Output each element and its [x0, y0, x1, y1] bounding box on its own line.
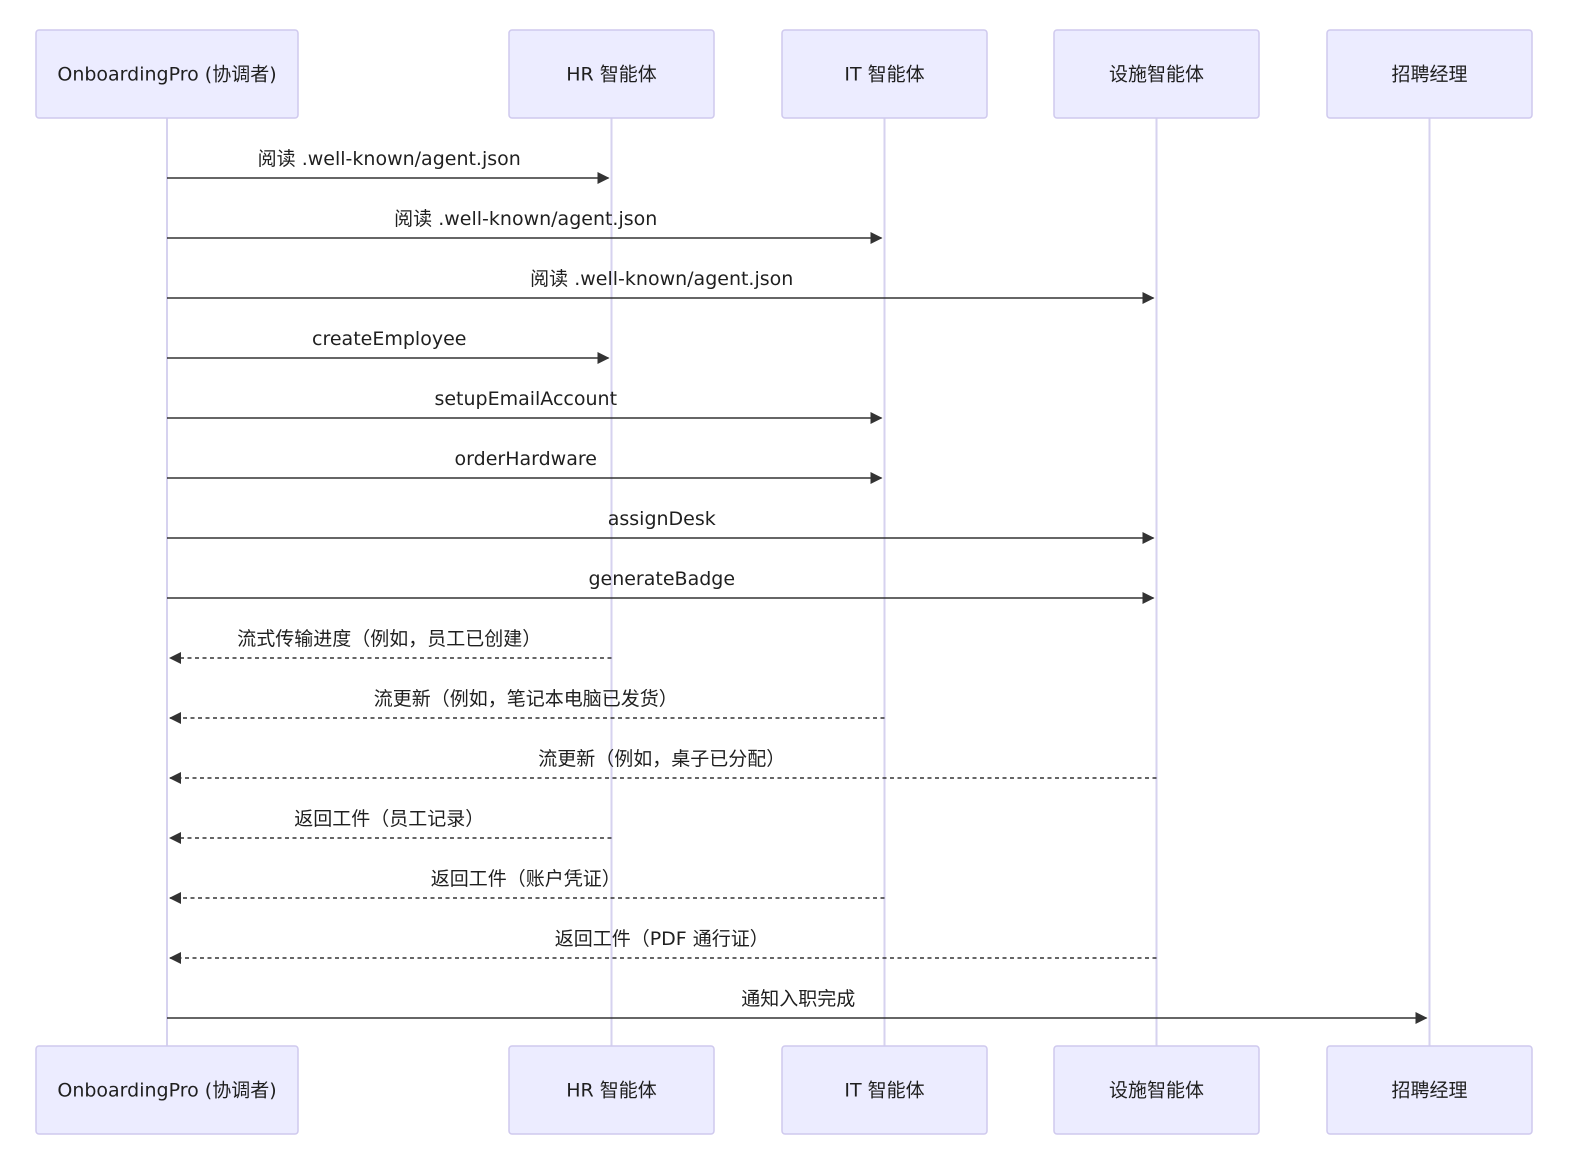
participant-label: IT 智能体	[844, 1080, 924, 1102]
participant-orch-bottom: OnboardingPro (协调者)	[35, 1045, 299, 1135]
participant-box	[1326, 1045, 1533, 1135]
participants-top: OnboardingPro (协调者) HR 智能体 IT 智能体 设施智能体 招聘经理	[35, 29, 1533, 119]
participant-box	[1053, 29, 1260, 119]
message-13: 返回工件（账户凭证）	[169, 868, 885, 904]
participant-label: HR 智能体	[566, 64, 657, 86]
message-label: generateBadge	[588, 568, 735, 590]
participant-box	[35, 1045, 299, 1135]
lifelines	[166, 118, 1431, 1046]
message-10: 流更新（例如，笔记本电脑已发货）	[169, 688, 885, 724]
participant-label: 设施智能体	[1109, 64, 1204, 86]
message-label: 流更新（例如，桌子已分配）	[538, 748, 785, 770]
message-label: 返回工件（PDF 通行证）	[555, 928, 769, 950]
message-9: 流式传输进度（例如，员工已创建）	[169, 628, 612, 664]
message-label: 返回工件（账户凭证）	[431, 868, 621, 890]
message-14: 返回工件（PDF 通行证）	[169, 928, 1157, 964]
participant-orch-top: OnboardingPro (协调者)	[35, 29, 299, 119]
message-1: 阅读 .well-known/agent.json	[167, 148, 610, 184]
message-label: orderHardware	[455, 448, 597, 470]
message-8: generateBadge	[167, 568, 1155, 604]
participant-box	[508, 1045, 715, 1135]
message-label: setupEmailAccount	[434, 388, 617, 410]
message-label: 返回工件（员工记录）	[294, 808, 484, 830]
participant-label: 设施智能体	[1109, 1080, 1204, 1102]
message-5: setupEmailAccount	[167, 388, 883, 424]
participant-label: HR 智能体	[566, 1080, 657, 1102]
message-label: 通知入职完成	[741, 988, 855, 1010]
message-7: assignDesk	[167, 508, 1155, 544]
message-3: 阅读 .well-known/agent.json	[167, 268, 1155, 304]
participant-it-top: IT 智能体	[781, 29, 988, 119]
message-label: 阅读 .well-known/agent.json	[530, 268, 793, 290]
participant-box	[1053, 1045, 1260, 1135]
message-label: assignDesk	[608, 508, 716, 530]
participant-fac-bottom: 设施智能体	[1053, 1045, 1260, 1135]
participant-box	[1326, 29, 1533, 119]
participant-fac-top: 设施智能体	[1053, 29, 1260, 119]
participants-bottom: OnboardingPro (协调者) HR 智能体 IT 智能体 设施智能体 招聘经理	[35, 1045, 1533, 1135]
participant-mgr-top: 招聘经理	[1326, 29, 1533, 119]
message-12: 返回工件（员工记录）	[169, 808, 612, 844]
message-11: 流更新（例如，桌子已分配）	[169, 748, 1157, 784]
message-15: 通知入职完成	[167, 988, 1428, 1024]
message-6: orderHardware	[167, 448, 883, 484]
participant-box	[781, 1045, 988, 1135]
participant-label: OnboardingPro (协调者)	[57, 64, 276, 86]
participant-label: 招聘经理	[1391, 64, 1467, 86]
participant-box	[781, 29, 988, 119]
participant-box	[508, 29, 715, 119]
message-label: 阅读 .well-known/agent.json	[258, 148, 521, 170]
participant-hr-top: HR 智能体	[508, 29, 715, 119]
participant-mgr-bottom: 招聘经理	[1326, 1045, 1533, 1135]
participant-it-bottom: IT 智能体	[781, 1045, 988, 1135]
message-label: 流式传输进度（例如，员工已创建）	[237, 628, 541, 650]
participant-label: 招聘经理	[1391, 1080, 1467, 1102]
messages: 阅读 .well-known/agent.json 阅读 .well-known/…	[167, 148, 1428, 1024]
message-4: createEmployee	[167, 328, 610, 364]
participant-label: IT 智能体	[844, 64, 924, 86]
message-label: createEmployee	[312, 328, 466, 350]
message-2: 阅读 .well-known/agent.json	[167, 208, 883, 244]
message-label: 阅读 .well-known/agent.json	[394, 208, 657, 230]
participant-hr-bottom: HR 智能体	[508, 1045, 715, 1135]
message-label: 流更新（例如，笔记本电脑已发货）	[374, 688, 678, 710]
participant-label: OnboardingPro (协调者)	[57, 1080, 276, 1102]
participant-box	[35, 29, 299, 119]
